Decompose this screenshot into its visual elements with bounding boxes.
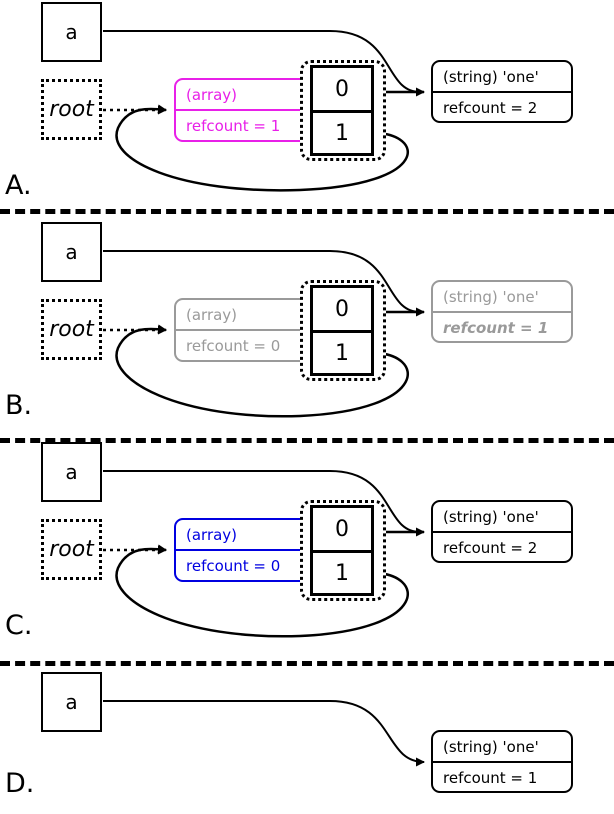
zval-string: (string) 'one' refcount = 2 bbox=[431, 60, 573, 123]
zval-array-type: (array) bbox=[176, 80, 311, 111]
variable-name: a bbox=[65, 20, 78, 44]
edge-cell1-loop-to-array bbox=[115, 104, 409, 192]
array-cell-1: 1 bbox=[335, 340, 349, 366]
panel-c: a root (array) refcount = 0 0 1 (string)… bbox=[0, 440, 614, 650]
variable-name: a bbox=[65, 240, 78, 264]
zval-array-refcount: refcount = 0 bbox=[186, 557, 281, 575]
zval-array-type: (array) bbox=[176, 300, 311, 331]
zval-array-refcount: refcount = 0 bbox=[186, 337, 281, 355]
zval-string: (string) 'one' refcount = 2 bbox=[431, 500, 573, 563]
zval-string-type: (string) 'one' bbox=[433, 282, 571, 313]
array-cell-0: 0 bbox=[313, 508, 371, 553]
variable-box-a: a bbox=[41, 672, 102, 732]
edge-a-to-string bbox=[103, 30, 421, 93]
zval-string: (string) 'one' refcount = 1 bbox=[431, 730, 573, 793]
panel-label-d: D. bbox=[5, 768, 35, 799]
array-cells: 0 1 bbox=[310, 285, 374, 376]
panel-a: a root (array) refcount = 1 0 1 (string)… bbox=[0, 0, 614, 210]
variable-name: a bbox=[65, 690, 78, 714]
zval-array: (array) refcount = 0 bbox=[174, 518, 313, 582]
array-cell-0: 0 bbox=[313, 68, 371, 113]
panel-label-a: A. bbox=[5, 170, 32, 201]
array-cell-1: 1 bbox=[335, 120, 349, 146]
array-cell-1: 1 bbox=[335, 560, 349, 586]
zval-array-refcount: refcount = 1 bbox=[186, 117, 281, 135]
variable-box-a: a bbox=[41, 2, 102, 62]
panel-d: a (string) 'one' refcount = 1 D. bbox=[0, 670, 614, 814]
zval-string: (string) 'one' refcount = 1 bbox=[431, 280, 573, 343]
array-cell-0: 0 bbox=[313, 288, 371, 333]
root-label: root bbox=[49, 537, 94, 562]
edge-a-to-string bbox=[103, 250, 421, 313]
panel-label-c: C. bbox=[5, 610, 33, 641]
root-box: root bbox=[41, 299, 102, 360]
panel-b: a root (array) refcount = 0 0 1 (string)… bbox=[0, 220, 614, 430]
zval-string-refcount: refcount = 2 bbox=[443, 538, 538, 557]
zval-string-type: (string) 'one' bbox=[433, 62, 571, 93]
edge-a-to-string bbox=[103, 470, 421, 533]
root-box: root bbox=[41, 519, 102, 580]
edge-a-to-string bbox=[103, 700, 425, 767]
variable-box-a: a bbox=[41, 442, 102, 502]
root-label: root bbox=[49, 317, 94, 342]
panel-label-b: B. bbox=[5, 390, 33, 421]
zval-array: (array) refcount = 0 bbox=[174, 298, 313, 362]
array-cells: 0 1 bbox=[310, 505, 374, 596]
root-label: root bbox=[49, 97, 94, 122]
array-cells: 0 1 bbox=[310, 65, 374, 156]
edge-cell1-loop-to-array bbox=[115, 324, 409, 418]
zval-string-refcount: refcount = 1 bbox=[443, 318, 549, 337]
root-box: root bbox=[41, 79, 102, 140]
edge-cell1-loop-to-array bbox=[115, 544, 409, 638]
zval-string-refcount: refcount = 2 bbox=[443, 98, 538, 117]
zval-string-type: (string) 'one' bbox=[433, 502, 571, 533]
variable-name: a bbox=[65, 460, 78, 484]
panel-separator-1 bbox=[0, 209, 614, 214]
zval-string-type: (string) 'one' bbox=[433, 732, 571, 763]
zval-array: (array) refcount = 1 bbox=[174, 78, 313, 142]
panel-d-edges bbox=[103, 700, 425, 767]
variable-box-a: a bbox=[41, 222, 102, 282]
zval-array-type: (array) bbox=[176, 520, 311, 551]
zval-string-refcount: refcount = 1 bbox=[443, 768, 538, 787]
panel-separator-3 bbox=[0, 661, 614, 666]
panel-separator-2 bbox=[0, 438, 614, 443]
